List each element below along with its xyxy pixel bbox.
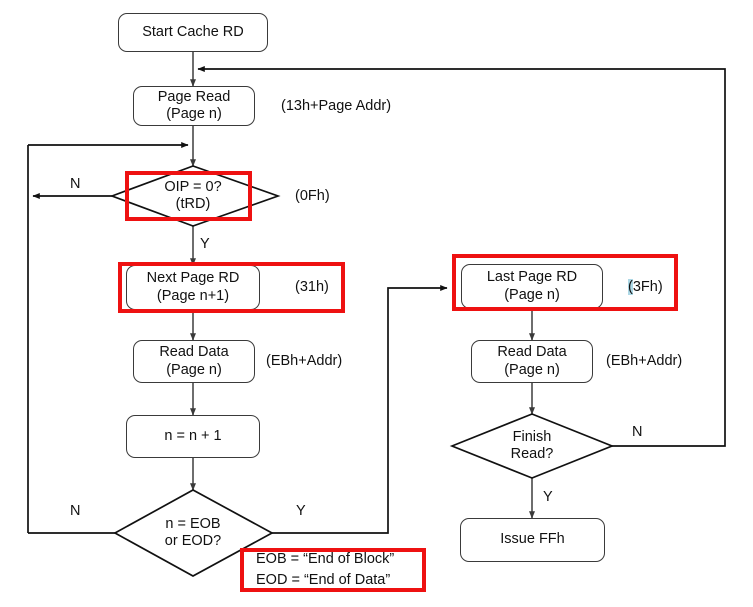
annotation-read-data-left-cmd: (EBh+Addr) bbox=[266, 353, 343, 369]
node-read-data-right-line2: (Page n) bbox=[504, 361, 560, 378]
node-page-read-line1: Page Read bbox=[157, 88, 231, 105]
node-next-page-rd-line2: (Page n+1) bbox=[156, 287, 230, 304]
node-page-read-line2: (Page n) bbox=[166, 106, 222, 122]
node-read-data-right-line1: Read Data bbox=[497, 344, 567, 361]
node-read-data-left-line1: Read Data bbox=[159, 344, 229, 361]
branch-label-oip-no: N bbox=[70, 176, 81, 192]
node-issue-ffh-line1: Issue FFh bbox=[500, 531, 565, 548]
node-next-page-rd[interactable]: Next Page RD (Page n+1) bbox=[126, 265, 260, 310]
annotation-last-page-cmd: (3Fh) bbox=[628, 279, 663, 295]
node-issue-ffh[interactable]: Issue FFh bbox=[460, 518, 605, 562]
node-increment-n[interactable]: n = n + 1 bbox=[126, 415, 260, 458]
legend-line-eob: EOB = “End of Block” bbox=[256, 550, 395, 567]
annotation-oip-cmd: (0Fh) bbox=[295, 188, 330, 204]
legend-line-eod: EOD = “End of Data” bbox=[256, 572, 391, 588]
decision-eob bbox=[113, 489, 274, 577]
annotation-read-data-right-cmd: (EBh+Addr) bbox=[606, 353, 683, 369]
legend-box: EOB = “End of Block” EOD = “End of Data” bbox=[240, 548, 426, 592]
node-last-page-rd-line1: Last Page RD bbox=[486, 269, 578, 286]
node-read-data-left-line2: (Page n) bbox=[166, 361, 222, 378]
annotation-next-page-cmd: (31h) bbox=[295, 279, 329, 295]
branch-label-finish-yes: Y bbox=[543, 489, 553, 505]
annotation-last-page-cmd-open: ( bbox=[628, 279, 633, 295]
node-start-cache-rd-line1: Start Cache RD bbox=[142, 23, 244, 40]
branch-label-eob-yes: Y bbox=[296, 503, 306, 519]
branch-label-oip-yes: Y bbox=[200, 236, 210, 252]
node-next-page-rd-line1: Next Page RD bbox=[146, 270, 240, 287]
node-last-page-rd-line2: (Page n) bbox=[504, 286, 560, 303]
annotation-page-read-cmd: (13h+Page Addr) bbox=[281, 98, 392, 114]
annotation-last-page-cmd-rest: 3Fh) bbox=[632, 279, 663, 295]
branch-label-finish-no: N bbox=[632, 424, 643, 440]
branch-label-eob-no: N bbox=[70, 503, 81, 519]
node-read-data-right[interactable]: Read Data (Page n) bbox=[471, 340, 593, 383]
decision-finish bbox=[449, 413, 615, 479]
node-start-cache-rd[interactable]: Start Cache RD bbox=[118, 13, 268, 52]
decision-oip bbox=[109, 165, 281, 227]
node-page-read[interactable]: Page Read (Page n) bbox=[133, 86, 255, 126]
node-read-data-left[interactable]: Read Data (Page n) bbox=[133, 340, 255, 383]
node-increment-n-line1: n = n + 1 bbox=[164, 427, 222, 444]
node-last-page-rd[interactable]: Last Page RD (Page n) bbox=[461, 264, 603, 309]
